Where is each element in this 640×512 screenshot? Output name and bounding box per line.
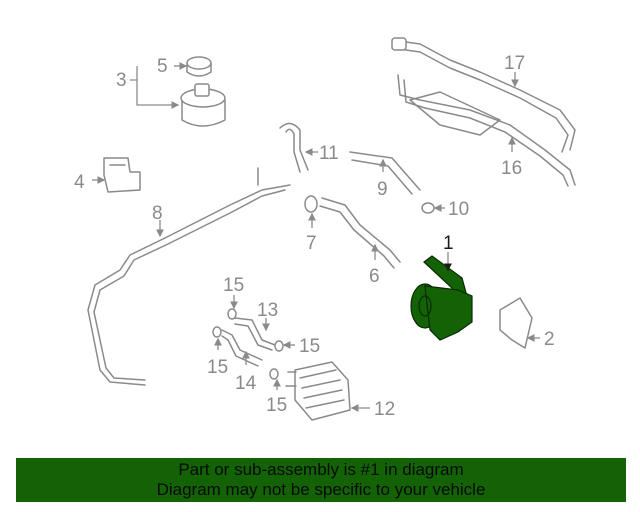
part-11-hose[interactable]	[279, 122, 309, 173]
callout-10[interactable]: 10	[448, 199, 469, 220]
callout-9[interactable]: 9	[377, 179, 388, 200]
part-15-clamp[interactable]	[212, 326, 222, 338]
banner-line-2: Diagram may not be specific to your vehi…	[156, 480, 486, 499]
callout-3[interactable]: 3	[116, 70, 127, 91]
part-8-cooler-tube[interactable]	[87, 167, 291, 386]
callout-14[interactable]: 14	[235, 373, 257, 394]
banner-line-1: Part or sub-assembly is #1 in diagram	[178, 460, 464, 479]
callout-17[interactable]: 17	[504, 53, 525, 74]
info-banner: Part or sub-assembly is #1 in diagram Di…	[16, 458, 626, 502]
part-10-clamp[interactable]	[421, 202, 435, 214]
callout-5[interactable]: 5	[157, 56, 168, 77]
part-1-power-steering-pump[interactable]	[410, 255, 473, 341]
part-17-return-line[interactable]	[391, 37, 576, 153]
callout-2[interactable]: 2	[544, 329, 555, 350]
part-9-hose[interactable]	[349, 151, 421, 195]
callout-1[interactable]: 1	[443, 233, 454, 254]
callout-7[interactable]: 7	[306, 233, 317, 254]
leader-lines	[92, 62, 540, 412]
part-13-hose[interactable]	[234, 317, 276, 351]
callout-8[interactable]: 8	[152, 203, 163, 224]
callout-16[interactable]: 16	[501, 158, 522, 179]
callout-13[interactable]: 13	[257, 300, 278, 321]
callout-15[interactable]: 15	[266, 395, 287, 416]
callout-4[interactable]: 4	[74, 172, 85, 193]
callout-6[interactable]: 6	[369, 266, 380, 287]
callout-15[interactable]: 15	[223, 275, 244, 296]
part-3-reservoir[interactable]	[180, 83, 226, 127]
part-4-bracket[interactable]	[103, 157, 141, 193]
part-15-clamp[interactable]	[274, 340, 284, 352]
part-6-suction-hose[interactable]	[319, 197, 401, 269]
callout-15[interactable]: 15	[299, 336, 320, 357]
part-12-oil-cooler[interactable]	[285, 361, 351, 421]
part-5-reservoir-cap[interactable]	[186, 56, 212, 77]
part-15-clamp[interactable]	[227, 308, 237, 320]
part-7-clamp[interactable]	[304, 195, 318, 213]
callout-11[interactable]: 11	[319, 143, 339, 164]
part-14-hose[interactable]	[221, 329, 263, 367]
callout-12[interactable]: 12	[374, 399, 395, 420]
part-16-pressure-line[interactable]	[397, 74, 576, 187]
part-2-bracket[interactable]	[499, 297, 533, 349]
callout-15[interactable]: 15	[207, 357, 228, 378]
part-15-clamp[interactable]	[269, 368, 279, 380]
